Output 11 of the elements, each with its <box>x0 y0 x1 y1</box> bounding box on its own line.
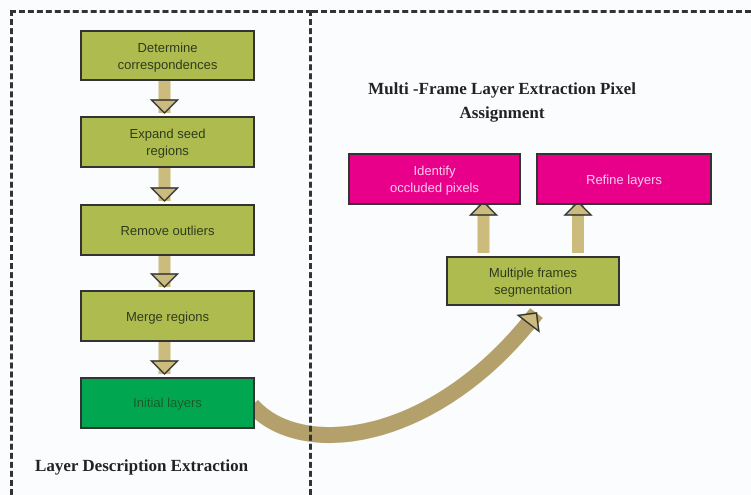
process-box: Expand seed regions <box>80 116 255 168</box>
process-box: Determine correspondences <box>80 30 255 81</box>
process-box: Merge regions <box>80 290 255 342</box>
process-box: Remove outliers <box>80 204 255 256</box>
panel-frame <box>10 10 312 495</box>
process-box: Identify occluded pixels <box>348 153 521 205</box>
process-box: Initial layers <box>80 377 255 429</box>
panel-heading: Layer Description Extraction <box>35 455 250 477</box>
process-box: Multiple frames segmentation <box>446 256 620 306</box>
panel-heading: Multi -Frame Layer Extraction Pixel Assignment <box>367 78 637 124</box>
process-box: Refine layers <box>536 153 712 205</box>
